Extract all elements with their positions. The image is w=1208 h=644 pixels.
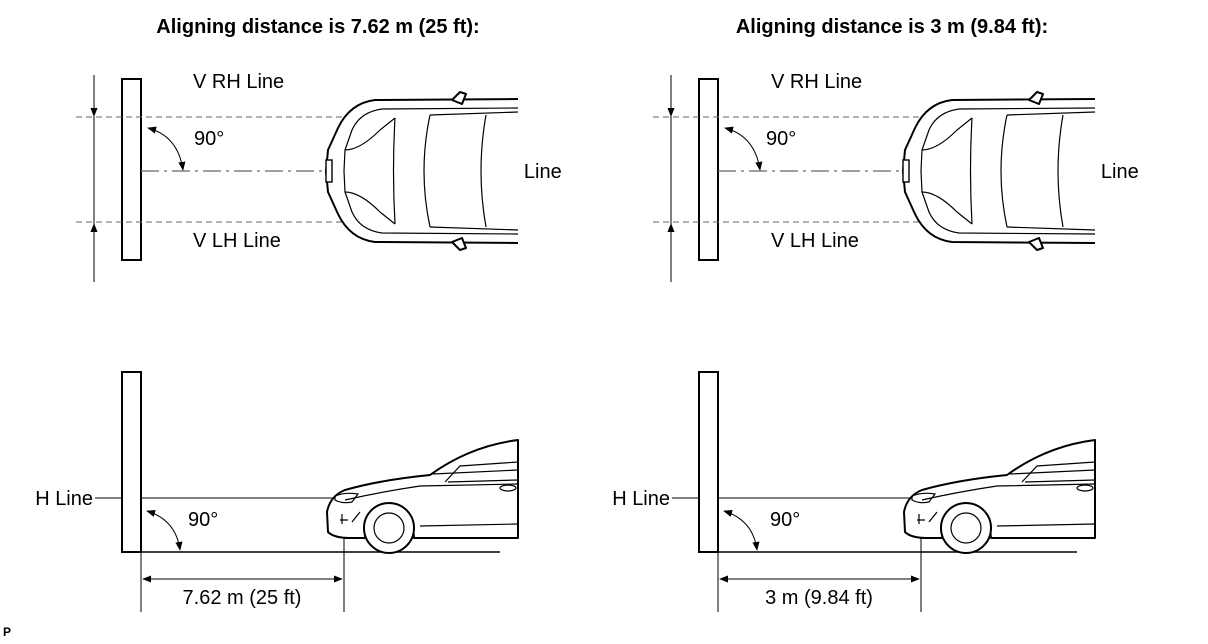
angle-label: 90°	[188, 509, 218, 531]
side-view: H Line 90° 3 m (9.84 ft)	[612, 371, 1096, 612]
v-line-label: V Line	[1082, 161, 1139, 183]
angle-label: 90°	[770, 509, 800, 531]
side-view: H Line 90° 7.62 m (25 ft)	[35, 371, 519, 612]
h-line-label: H Line	[612, 488, 670, 510]
car-top-view-icon	[325, 91, 519, 251]
angle-label: 90°	[766, 128, 796, 150]
top-view: V RH Line V LH Line 90° V Line	[653, 71, 1139, 282]
screen-wall-top	[698, 78, 719, 261]
v-rh-label: V RH Line	[193, 71, 284, 93]
car-side-view-icon	[326, 439, 519, 554]
screen-wall-side	[121, 371, 142, 553]
angle-arc-icon	[146, 509, 183, 551]
footer-code: P	[3, 625, 11, 639]
angle-arc-icon	[724, 126, 763, 171]
screen-wall-top	[121, 78, 142, 261]
panel-left: Aligning distance is 7.62 m (25 ft): V R…	[35, 16, 562, 612]
angle-arc-icon	[723, 509, 760, 551]
v-rh-label: V RH Line	[771, 71, 862, 93]
panel-title: Aligning distance is 7.62 m (25 ft):	[156, 16, 479, 38]
panel-right: Aligning distance is 3 m (9.84 ft): V RH…	[612, 16, 1139, 612]
car-side-view-icon	[903, 439, 1096, 554]
screen-wall-side	[698, 371, 719, 553]
panel-title: Aligning distance is 3 m (9.84 ft):	[736, 16, 1048, 38]
angle-arc-icon	[147, 126, 186, 171]
angle-label: 90°	[194, 128, 224, 150]
v-lh-label: V LH Line	[771, 230, 859, 252]
v-lh-label: V LH Line	[193, 230, 281, 252]
car-top-view-icon	[902, 91, 1096, 251]
distance-label: 7.62 m (25 ft)	[183, 587, 302, 609]
distance-label: 3 m (9.84 ft)	[765, 587, 873, 609]
top-view: V RH Line V LH Line 90° V Line	[76, 71, 562, 282]
v-line-label: V Line	[505, 161, 562, 183]
h-line-label: H Line	[35, 488, 93, 510]
